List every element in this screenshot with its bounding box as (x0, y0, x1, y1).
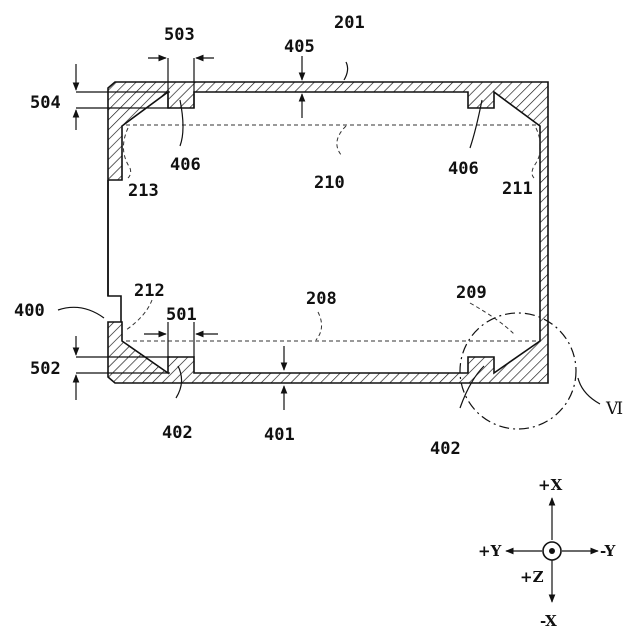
label-406-right: 406 (448, 159, 479, 179)
label-401: 401 (264, 425, 295, 445)
label-400: 400 (14, 301, 45, 321)
label-503: 503 (164, 25, 195, 45)
label-504: 504 (30, 93, 61, 113)
label-502: 502 (30, 359, 61, 379)
label-212: 212 (134, 281, 165, 301)
axis-indicator: +X -X +Y -Y +Z (478, 476, 616, 630)
axis-minus-y: -Y (600, 542, 616, 560)
label-201: 201 (334, 13, 365, 33)
housing-section (108, 82, 548, 383)
label-402-left: 402 (162, 423, 193, 443)
label-208: 208 (306, 289, 337, 309)
label-vi: Ⅵ (605, 399, 623, 419)
label-501: 501 (166, 305, 197, 325)
axis-plus-x: +X (538, 476, 563, 494)
label-209: 209 (456, 283, 487, 303)
reference-labels: 201 503 405 504 406 406 213 210 211 400 … (14, 13, 623, 459)
label-402-right: 402 (430, 439, 461, 459)
label-211: 211 (502, 179, 533, 199)
label-213: 213 (128, 181, 159, 201)
axis-plus-y: +Y (478, 542, 502, 560)
housing-wall (108, 82, 548, 383)
label-405: 405 (284, 37, 315, 57)
axis-minus-x: -X (540, 612, 557, 630)
label-210: 210 (314, 173, 345, 193)
axis-plus-z: +Z (520, 568, 544, 586)
label-406-left: 406 (170, 155, 201, 175)
